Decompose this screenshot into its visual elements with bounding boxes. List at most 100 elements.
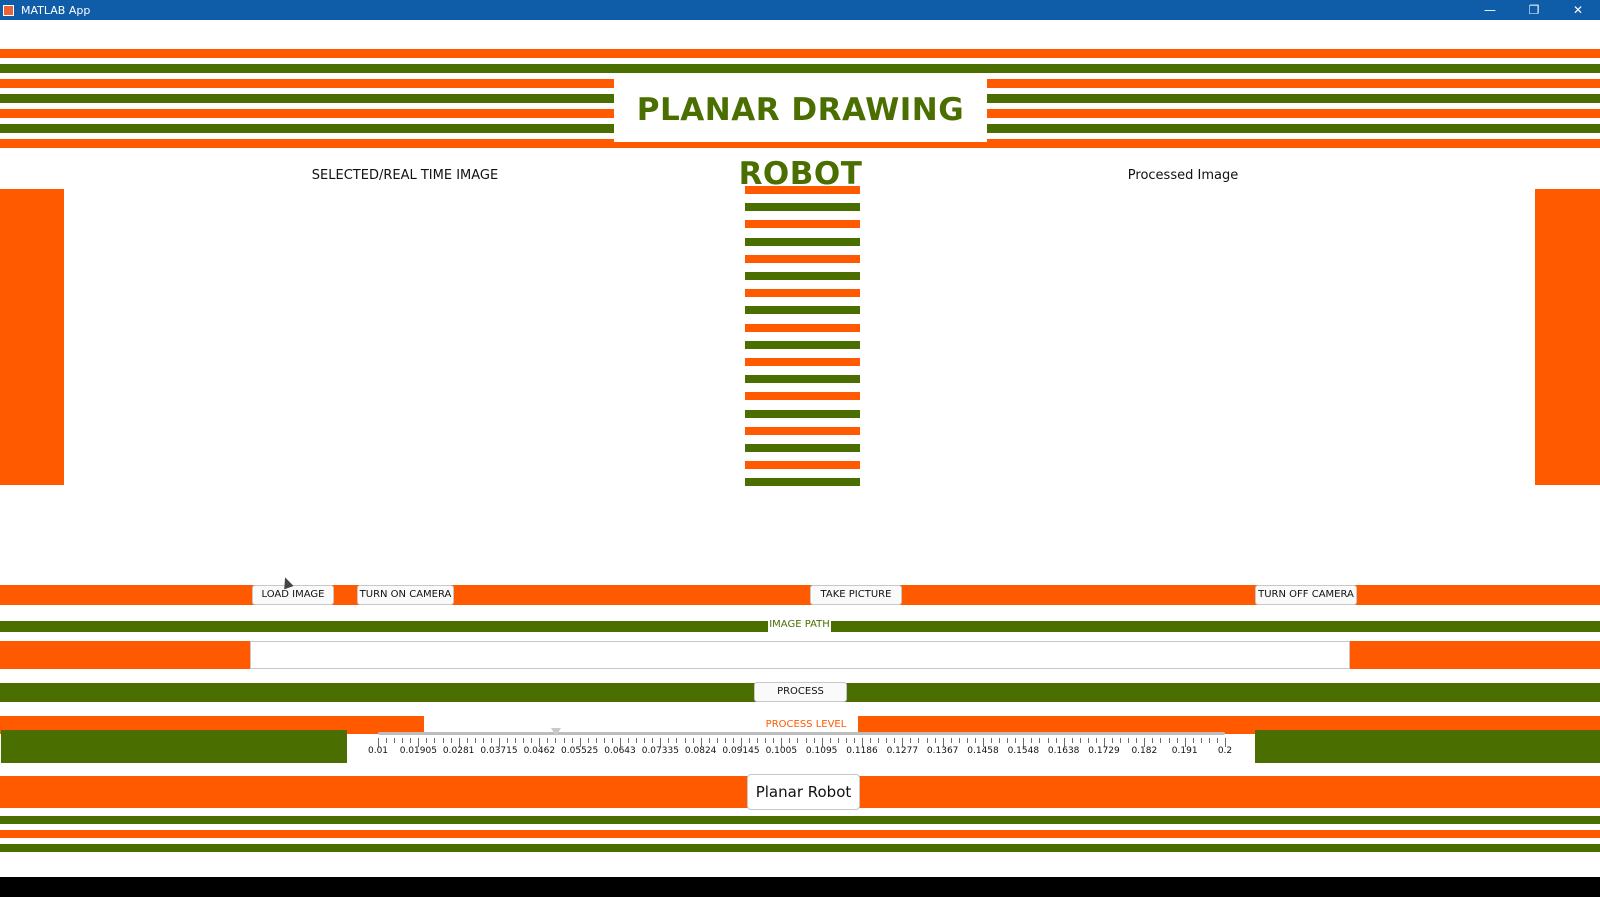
slider-tick-label: 0.1548 <box>1007 746 1040 756</box>
slider-major-tick <box>579 738 581 747</box>
slider-minor-tick <box>708 738 710 743</box>
header-stripe-green-1 <box>0 64 1600 73</box>
slider-minor-tick <box>1087 738 1089 743</box>
slider-minor-tick <box>426 738 428 743</box>
slider-minor-tick <box>1039 738 1041 743</box>
slider-minor-tick <box>571 738 573 743</box>
turn-off-camera-button[interactable]: TURN OFF CAMERA <box>1255 585 1357 605</box>
slider-minor-tick <box>870 738 872 743</box>
minimize-icon[interactable]: — <box>1484 3 1496 17</box>
slider-tick-label: 0.05525 <box>561 746 599 756</box>
slider-minor-tick <box>894 738 896 743</box>
slider-minor-tick <box>1112 738 1114 743</box>
center-stripe <box>745 220 860 228</box>
slider-major-tick <box>700 738 702 747</box>
close-icon[interactable]: ✕ <box>1572 3 1584 17</box>
slider-minor-tick <box>684 738 686 743</box>
slider-minor-tick <box>1160 738 1162 743</box>
slider-minor-tick <box>547 738 549 743</box>
slider-minor-tick <box>652 738 654 743</box>
slider-minor-tick <box>813 738 815 743</box>
slider-major-tick <box>1144 738 1146 747</box>
window-title: MATLAB App <box>21 4 91 17</box>
slider-major-tick <box>620 738 621 747</box>
center-stripe <box>745 203 860 211</box>
slider-minor-tick <box>595 738 597 743</box>
processed-image-axes <box>870 188 1530 578</box>
slider-minor-tick <box>1192 738 1194 743</box>
slider-minor-tick <box>966 738 968 743</box>
slider-minor-tick <box>442 738 444 743</box>
process-button[interactable]: PROCESS <box>754 682 847 702</box>
slider-tick-label: 0.03715 <box>480 746 518 756</box>
slider-tick-label: 0.01 <box>367 746 389 756</box>
footer-stripe-green-1 <box>0 816 1600 824</box>
slider-major-tick <box>741 738 742 747</box>
center-stripe <box>745 306 860 314</box>
slider-minor-tick <box>837 738 839 743</box>
slider-minor-tick <box>1079 738 1081 743</box>
right-side-block <box>1535 189 1600 485</box>
slider-minor-tick <box>757 738 759 743</box>
slider-tick-label: 0.0462 <box>523 746 556 756</box>
slider-minor-tick <box>1216 738 1218 743</box>
take-picture-button[interactable]: TAKE PICTURE <box>810 585 902 605</box>
slider-minor-tick <box>991 738 993 743</box>
center-stripe <box>745 427 860 435</box>
slider-tick-label: 0.191 <box>1171 746 1198 756</box>
center-stripe <box>745 410 860 418</box>
load-image-button[interactable]: LOAD IMAGE <box>252 585 334 605</box>
image-path-input[interactable] <box>250 641 1350 669</box>
slider-major-tick <box>1184 738 1186 747</box>
slider-side-block-right <box>1255 730 1600 763</box>
slider-tick-label: 0.0643 <box>604 746 636 756</box>
slider-major-tick <box>862 738 863 747</box>
path-stripe-right <box>1350 641 1600 669</box>
slider-minor-tick <box>878 738 880 743</box>
selected-image-axes <box>70 188 730 578</box>
slider-minor-tick <box>1071 738 1073 743</box>
slider-minor-tick <box>773 738 775 743</box>
slider-minor-tick <box>1168 738 1170 743</box>
slider-minor-tick <box>628 738 630 743</box>
slider-minor-tick <box>732 738 734 743</box>
slider-major-tick <box>781 738 783 747</box>
slider-major-tick <box>1023 738 1025 747</box>
slider-minor-tick <box>1120 738 1122 743</box>
center-stripe <box>745 255 860 263</box>
process-level-slider-thumb[interactable] <box>551 728 562 736</box>
slider-minor-tick <box>1200 738 1202 743</box>
process-level-slider-track[interactable] <box>378 732 1225 735</box>
slider-minor-tick <box>587 738 589 743</box>
restore-icon[interactable]: ❐ <box>1528 3 1540 17</box>
slider-minor-tick <box>1208 738 1210 743</box>
slider-minor-tick <box>1055 738 1057 743</box>
selected-image-label: SELECTED/REAL TIME IMAGE <box>311 168 499 183</box>
slider-tick-label: 0.1186 <box>846 746 878 756</box>
slider-tick-label: 0.1458 <box>967 746 999 756</box>
center-stripe <box>745 392 860 400</box>
turn-on-camera-button[interactable]: TURN ON CAMERA <box>357 585 454 605</box>
slider-minor-tick <box>386 738 388 743</box>
slider-minor-tick <box>749 738 751 743</box>
header-stripe-orange-4 <box>0 139 1600 148</box>
slider-minor-tick <box>1047 738 1049 743</box>
slider-major-tick <box>539 738 541 747</box>
slider-minor-tick <box>829 738 831 743</box>
image-path-label: IMAGE PATH <box>769 619 830 630</box>
slider-major-tick <box>821 738 823 747</box>
slider-minor-tick <box>934 738 936 743</box>
slider-minor-tick <box>797 738 799 743</box>
slider-minor-tick <box>668 738 670 743</box>
planar-robot-button[interactable]: Planar Robot <box>747 774 860 810</box>
page-title: PLANAR DRAWING ROBOT <box>636 92 965 192</box>
window-titlebar: MATLAB App — ❐ ✕ <box>0 0 1600 21</box>
slider-minor-tick <box>974 738 976 743</box>
matlab-app-icon <box>3 5 14 16</box>
slider-tick-label: 0.1729 <box>1088 746 1120 756</box>
slider-minor-tick <box>394 738 396 743</box>
slider-tick-label: 0.1095 <box>805 746 838 756</box>
footer-stripe-orange-2 <box>0 830 1600 838</box>
center-stripe <box>745 375 860 383</box>
slider-side-block-left <box>1 730 347 763</box>
